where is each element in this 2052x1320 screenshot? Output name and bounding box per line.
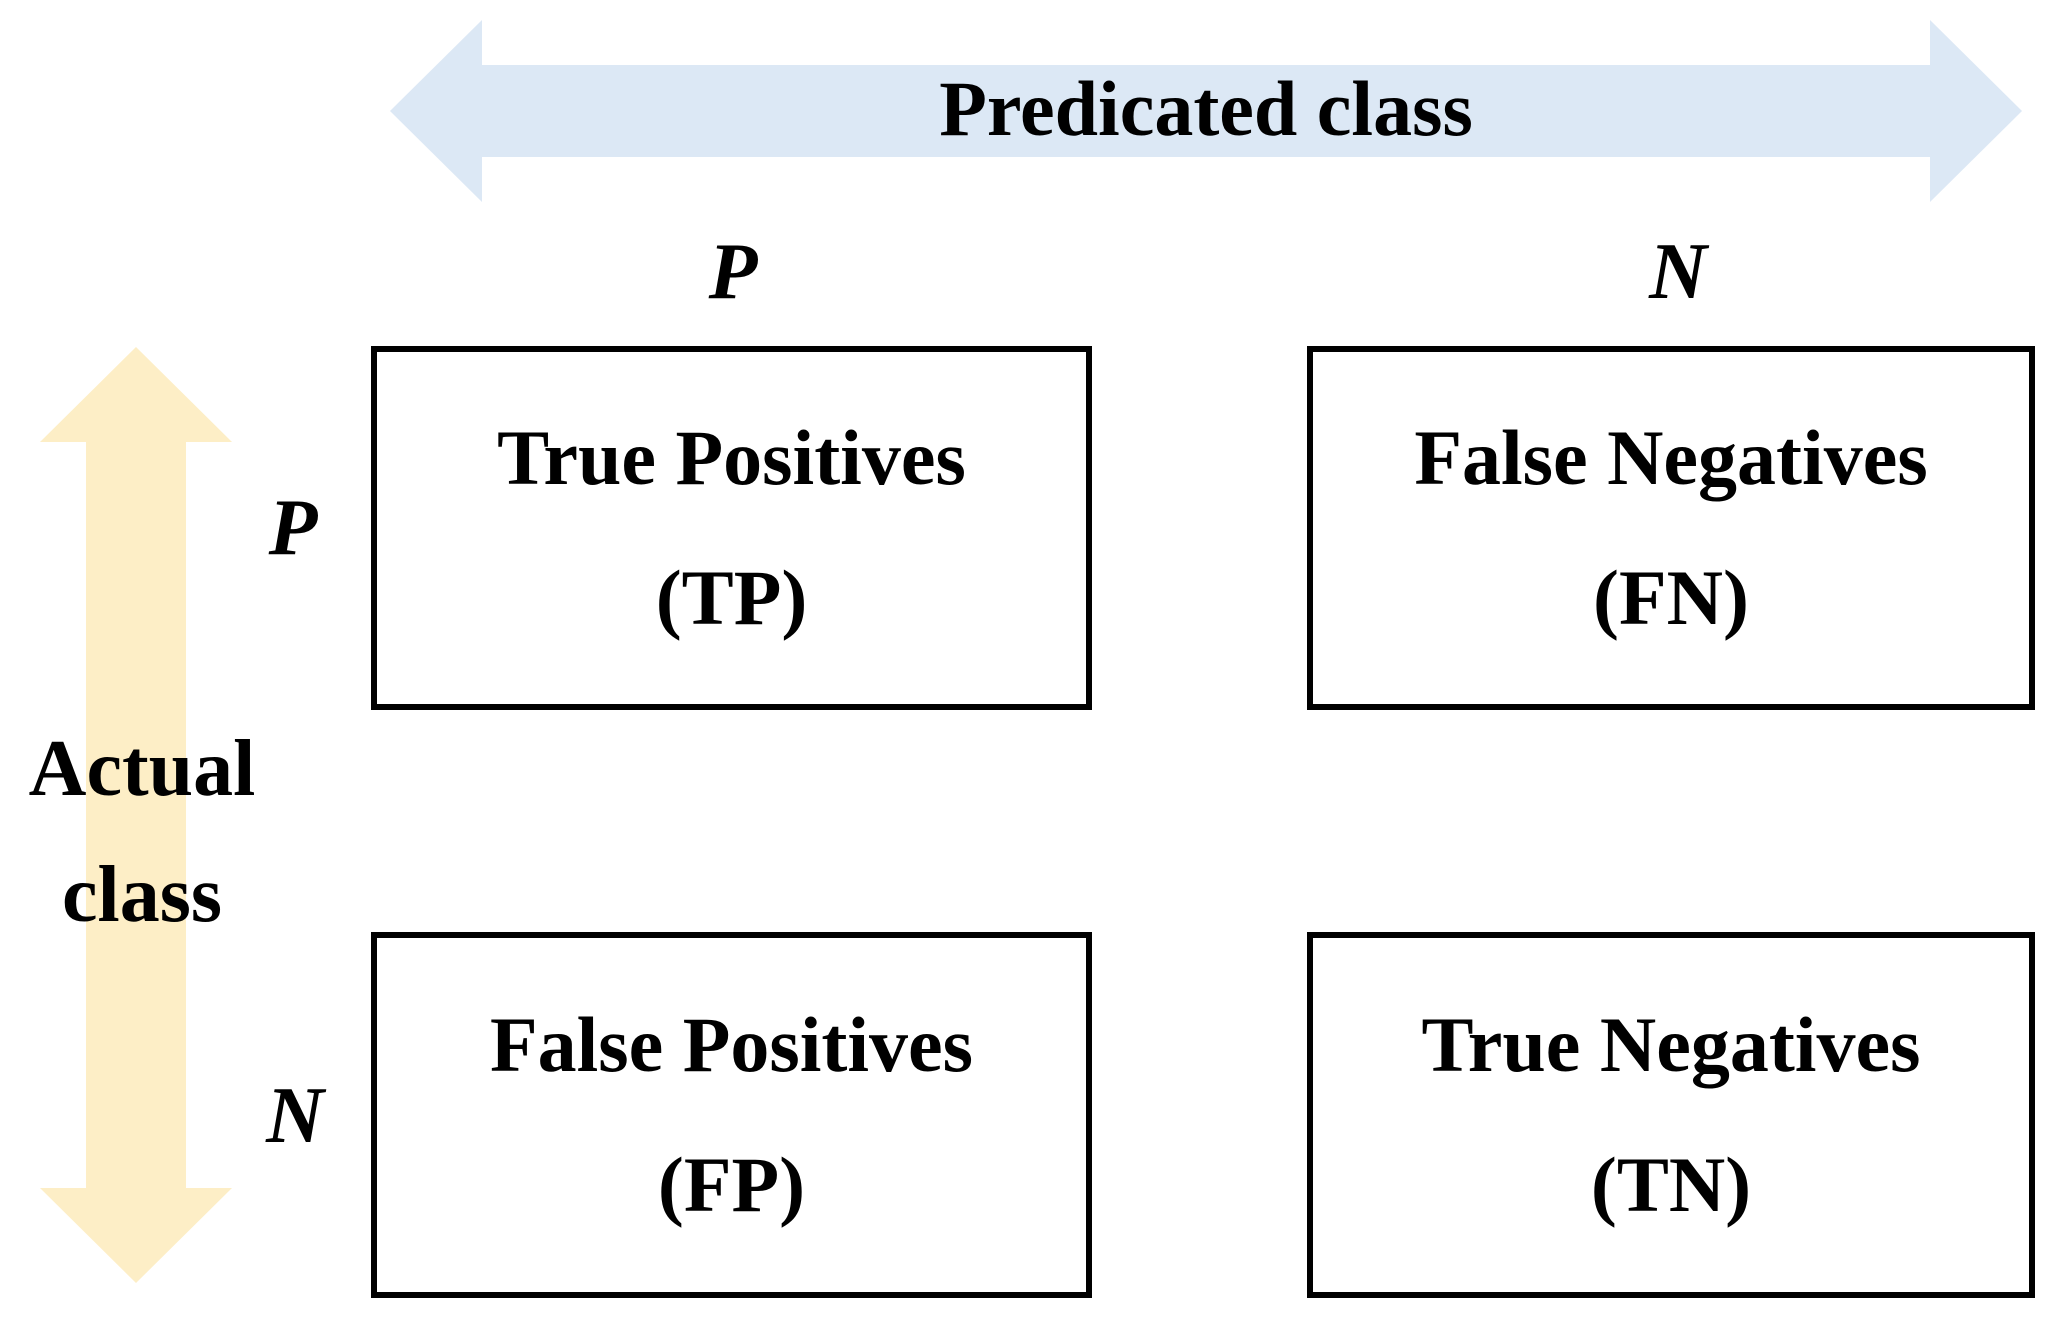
cell-title: True Negatives <box>1421 1001 1921 1088</box>
predicted-class-label: Predicated class <box>939 65 1473 152</box>
cell-title: True Positives <box>497 414 966 501</box>
cell-true-negatives: True Negatives (TN) <box>1307 932 2035 1298</box>
arrow-shaft <box>478 65 1934 157</box>
cell-false-negatives: False Negatives (FN) <box>1307 346 2035 710</box>
actual-class-label-line1: Actual <box>28 725 256 813</box>
column-label-positive: P <box>708 228 758 316</box>
cell-abbr: (TP) <box>655 554 808 641</box>
predicted-class-arrow: Predicated class <box>390 20 2022 202</box>
cell-abbr: (TN) <box>1590 1141 1752 1228</box>
cell-title: False Negatives <box>1414 414 1928 501</box>
cell-title: False Positives <box>489 1001 974 1088</box>
actual-class-arrow <box>40 347 232 1283</box>
arrow-left-head-icon <box>390 20 482 202</box>
cell-abbr: (FP) <box>657 1141 806 1228</box>
cell-true-positives: True Positives (TP) <box>371 346 1092 710</box>
row-label-negative: N <box>266 1072 324 1160</box>
cell-abbr: (FN) <box>1593 554 1749 641</box>
column-label-negative: N <box>1649 228 1707 316</box>
actual-class-label: Actual class <box>22 706 262 959</box>
actual-class-label-line2: class <box>62 851 222 940</box>
row-label-positive: P <box>268 484 318 572</box>
arrow-right-head-icon <box>1930 20 2022 202</box>
arrow-down-head-icon <box>40 1188 232 1283</box>
arrow-up-head-icon <box>40 347 232 442</box>
arrow-shaft <box>86 440 186 1190</box>
cell-false-positives: False Positives (FP) <box>371 932 1092 1298</box>
